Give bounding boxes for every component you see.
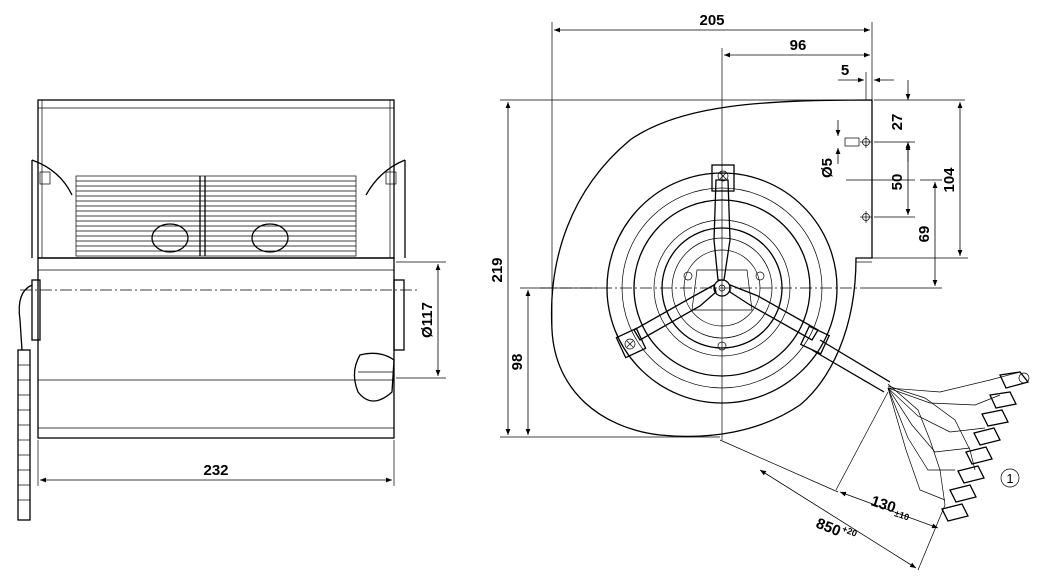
dim-label-27: 27 bbox=[889, 114, 906, 131]
dim-50: 50 bbox=[846, 144, 915, 218]
dim-5: 5 bbox=[838, 62, 894, 100]
mounting-holes bbox=[844, 136, 872, 223]
callout-1: 1 bbox=[1000, 468, 1020, 488]
dim-label-232: 232 bbox=[203, 462, 228, 479]
dim-104: 104 bbox=[925, 102, 968, 259]
dim-label-219: 219 bbox=[489, 257, 506, 282]
side-view: 232 Ø117 bbox=[17, 99, 446, 521]
dim-98: 98 bbox=[509, 287, 860, 435]
dim-label-98: 98 bbox=[509, 354, 526, 371]
dim-label-96: 96 bbox=[790, 37, 807, 54]
dim-label-850: 850 bbox=[814, 515, 844, 540]
cable-exit bbox=[811, 339, 1021, 506]
dim-label-diameter-5: Ø5 bbox=[819, 158, 836, 178]
dim-label-130-tol: ±10 bbox=[893, 508, 910, 522]
front-view: 205 96 5 27 Ø5 5 bbox=[489, 12, 1030, 571]
dim-205: 205 bbox=[551, 12, 873, 330]
connector-terminals bbox=[941, 371, 1030, 522]
dim-219: 219 bbox=[489, 99, 872, 438]
dim-850: 850 +20 bbox=[719, 439, 946, 571]
dim-232: 232 bbox=[37, 440, 395, 486]
dim-label-205: 205 bbox=[699, 12, 724, 29]
dim-label-50: 50 bbox=[889, 174, 906, 191]
dim-label-69: 69 bbox=[916, 226, 933, 243]
dim-69: 69 bbox=[860, 179, 942, 289]
dim-96: 96 bbox=[721, 37, 870, 440]
dim-27: 27 bbox=[874, 80, 965, 162]
dim-label-5: 5 bbox=[841, 62, 849, 79]
scroll-housing-front bbox=[550, 99, 925, 438]
motor-body-side bbox=[20, 257, 420, 439]
dim-label-130: 130 bbox=[869, 493, 898, 517]
dim-label-850-tol: +20 bbox=[841, 524, 859, 539]
impeller-blades bbox=[75, 175, 357, 257]
scroll-housing-side bbox=[31, 99, 406, 259]
dim-130: 130 ±10 bbox=[835, 391, 939, 529]
dim-diameter-5: Ø5 bbox=[819, 120, 841, 178]
dim-label-104: 104 bbox=[941, 167, 958, 193]
dim-diameter-117: Ø117 bbox=[396, 261, 446, 379]
dim-label-diameter-117: Ø117 bbox=[419, 302, 436, 338]
mounting-spider bbox=[615, 164, 831, 359]
callout-number: 1 bbox=[1006, 471, 1013, 486]
connector-cable-side bbox=[17, 284, 33, 521]
